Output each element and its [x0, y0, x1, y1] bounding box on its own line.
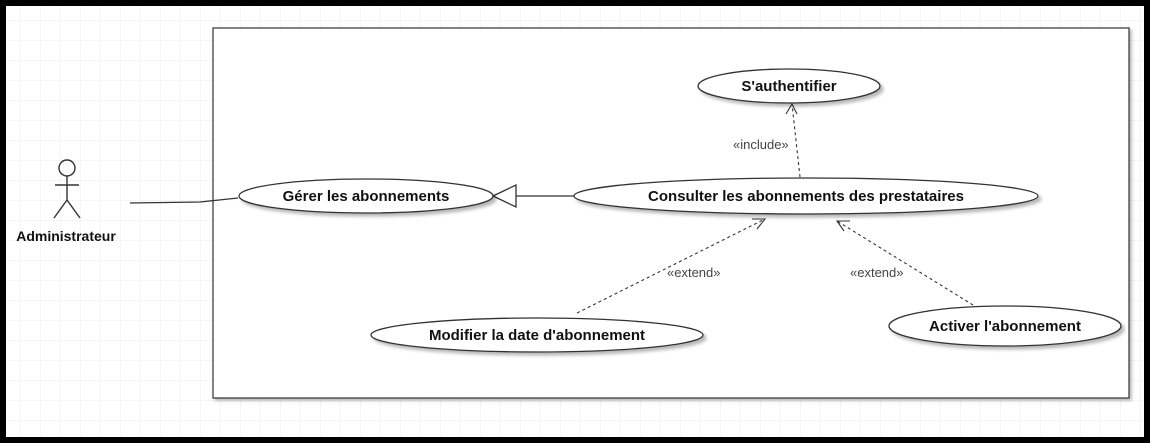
use-case-label: Consulter les abonnements des prestatair…	[648, 188, 964, 205]
extend-label-modify: «extend»	[667, 265, 721, 280]
extend-label-activate: «extend»	[850, 265, 904, 280]
use-case-ellipse	[238, 178, 494, 214]
generalization-arrowhead	[491, 183, 517, 209]
extend-arrowhead-modify	[752, 218, 767, 230]
use-case-modify-date[interactable]: Modifier la date d'abonnement	[370, 317, 704, 353]
use-case-ellipse	[697, 68, 881, 104]
use-case-activate[interactable]: Activer l'abonnement	[888, 305, 1122, 347]
extend-dependency-line-modify[interactable]	[576, 218, 766, 314]
use-case-label: Modifier la date d'abonnement	[429, 327, 645, 344]
actor-administrateur[interactable]: Administrateur	[16, 159, 116, 244]
extend-dependency-line-activate[interactable]	[836, 220, 974, 306]
use-case-consult-subscriptions[interactable]: Consulter les abonnements des prestatair…	[573, 177, 1039, 215]
actor-label: Administrateur	[16, 228, 116, 244]
use-case-ellipse	[573, 177, 1039, 215]
extend-arrowhead-activate	[835, 220, 850, 232]
use-case-authenticate[interactable]: S'authentifier	[697, 68, 881, 104]
use-case-ellipse	[370, 317, 704, 353]
include-arrowhead	[785, 102, 798, 115]
use-case-label: Activer l'abonnement	[929, 318, 1081, 335]
use-case-manage-subscriptions[interactable]: Gérer les abonnements	[238, 178, 494, 214]
include-label: «include»	[733, 137, 789, 152]
actor-head	[58, 159, 76, 177]
include-dependency-line[interactable]	[791, 103, 801, 178]
actor-right-leg	[66, 199, 81, 219]
actor-left-leg	[53, 199, 68, 219]
association-line[interactable]	[129, 197, 239, 204]
use-case-ellipse	[888, 305, 1122, 347]
use-case-label: Gérer les abonnements	[283, 188, 450, 205]
use-case-label: S'authentifier	[741, 78, 836, 95]
